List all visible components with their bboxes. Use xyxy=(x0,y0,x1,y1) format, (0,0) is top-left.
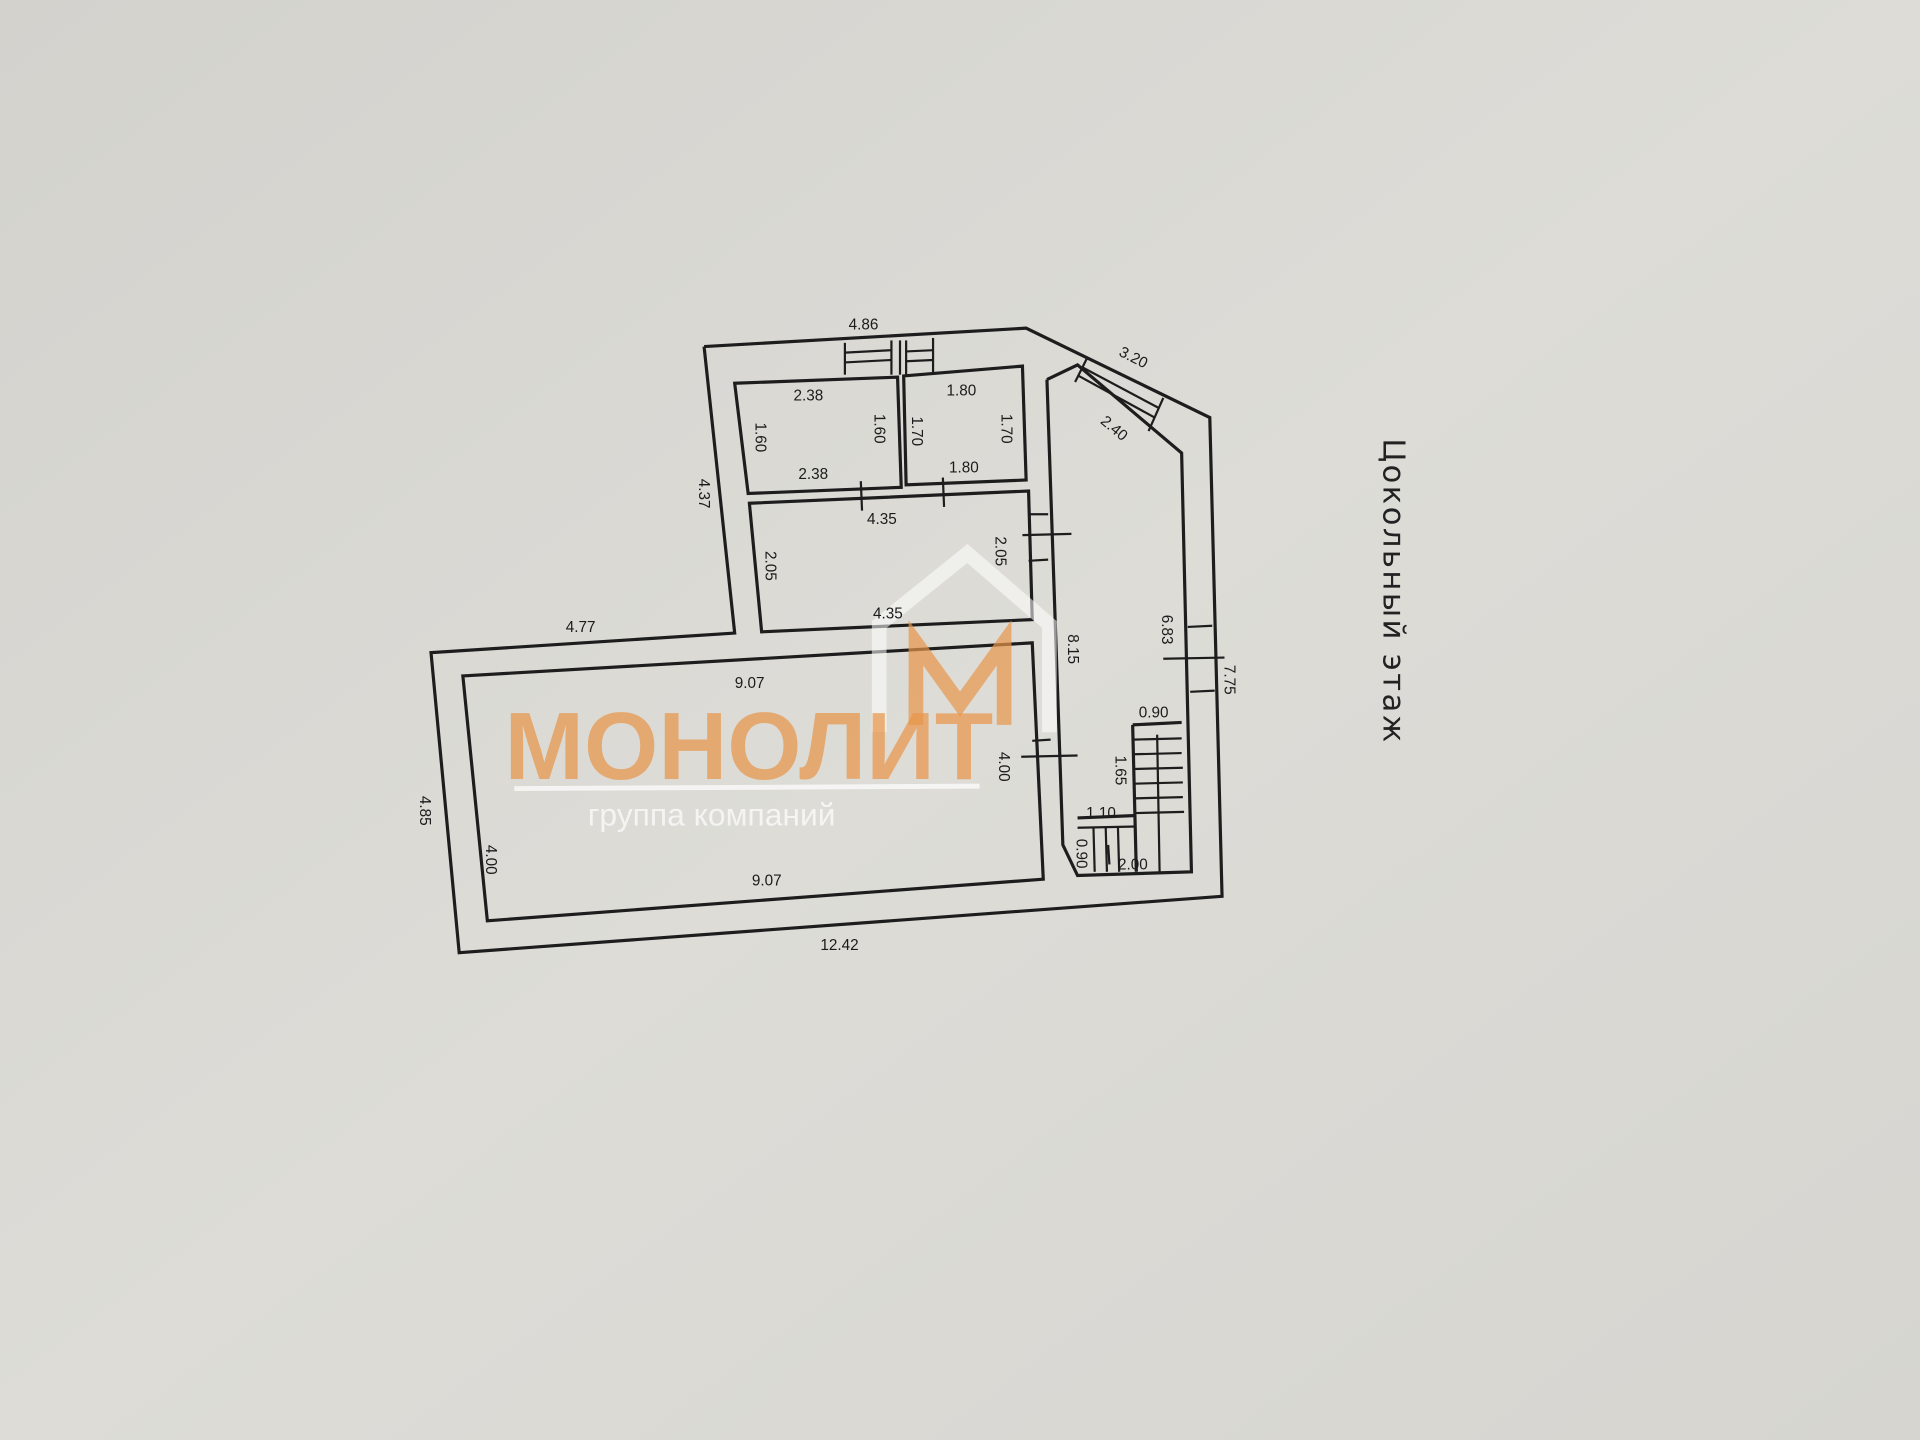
dim-label: 1.65 xyxy=(1112,756,1129,786)
stair-box-wall xyxy=(1131,724,1138,872)
room-small-2 xyxy=(902,364,1028,487)
dim-label: 9.07 xyxy=(752,872,782,889)
dim-label: 12.42 xyxy=(820,937,858,954)
watermark-brand: МОНОЛИТ xyxy=(504,694,993,800)
dim-label: 4.35 xyxy=(873,605,903,622)
dim-label: 7.75 xyxy=(1220,665,1237,695)
dim-label: 2.00 xyxy=(1118,856,1148,873)
dim-label: 2.38 xyxy=(798,466,828,483)
watermark-logo: МОНОЛИТ группа компаний xyxy=(504,543,1057,832)
room-large xyxy=(461,641,1045,923)
dim-label: 1.60 xyxy=(752,422,769,452)
dim-label: 4.85 xyxy=(416,796,433,826)
dim-label: 4.86 xyxy=(849,316,879,333)
top-stair-hatch xyxy=(843,337,935,375)
room-small-1 xyxy=(732,375,903,496)
dim-label: 1.70 xyxy=(998,414,1015,444)
dim-label: 1.10 xyxy=(1086,805,1116,822)
corridor-inner-wall xyxy=(1045,363,1194,878)
dim-label: 0.90 xyxy=(1072,839,1089,869)
dim-label: 4.35 xyxy=(867,511,897,528)
dim-label: 6.83 xyxy=(1158,615,1175,645)
dim-label: 4.37 xyxy=(695,479,712,509)
dim-label: 2.38 xyxy=(793,387,823,404)
room-middle xyxy=(747,489,1034,634)
dim-label: 4.00 xyxy=(482,845,499,875)
dim-label: 4.77 xyxy=(566,619,596,636)
bottom-stairs xyxy=(1077,734,1185,872)
stair-landing xyxy=(1077,813,1137,820)
dim-label: 2.05 xyxy=(761,551,778,581)
dim-label: 1.80 xyxy=(949,460,979,477)
dim-label: 9.07 xyxy=(735,675,765,692)
watermark-subtitle: группа компаний xyxy=(588,796,836,832)
stair-box xyxy=(1132,720,1182,727)
dim-label: 2.05 xyxy=(992,536,1009,566)
dim-label: 4.00 xyxy=(995,752,1012,782)
door-ticks xyxy=(859,477,1225,865)
dim-label: 1.80 xyxy=(947,383,977,400)
diagonal-stair-hatch xyxy=(1074,357,1165,432)
dim-label: 0.90 xyxy=(1139,705,1169,722)
outer-wall xyxy=(429,326,1224,955)
plan-title: Цокольный этаж xyxy=(1376,438,1411,744)
dim-label: 8.15 xyxy=(1064,634,1081,664)
dim-label: 1.60 xyxy=(870,414,887,444)
dim-label: 1.70 xyxy=(908,416,925,446)
